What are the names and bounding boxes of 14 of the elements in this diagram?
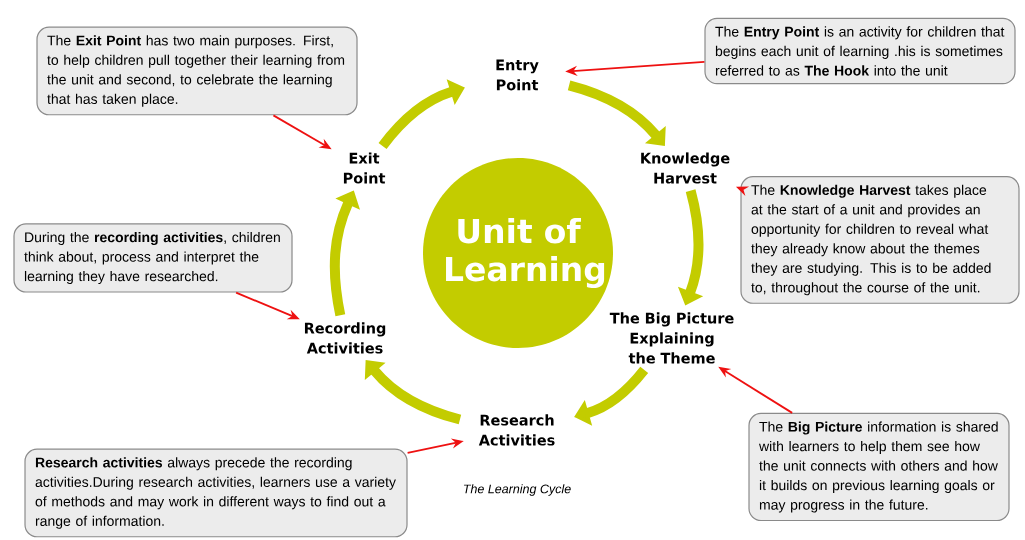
- stage-label: Recording Activities: [304, 322, 386, 354]
- stage-label: Research Activities: [478, 414, 555, 446]
- callout-box: The Knowledge Harvest takes place at the start of a unit and provides an opportunity for children to reveal what they already know about the themes they are studying. This is to be added to, throughout the course of the unit.: [740, 176, 1020, 304]
- arrow: [574, 366, 649, 426]
- caption: The Learning Cycle: [463, 484, 571, 496]
- callout-box: The Exit Point has two main purposes. First, to help children pull together their learning from the unit and second, to celebrate the learning that has taken place.: [36, 26, 358, 116]
- callout-box: The Big Picture information is shared with learners to help them see how the unit connects with others and how it builds on previous learning goals or may progress in the future.: [748, 412, 1010, 522]
- arrow: [378, 79, 465, 150]
- callout-box: The Entry Point is an activity for children that begins each unit of learning .his is sometimes referred to as The Hook into the unit: [704, 17, 1016, 85]
- stage-label: Knowledge Harvest: [641, 152, 730, 184]
- callout-box: Research activities always precede the recording activities.During research activities, learners use a variety of methods and may work in different ways to find out a range of information.: [24, 448, 408, 538]
- callout-box: During the recording activities, children think about, process and interpret the learning they have researched.: [13, 223, 293, 293]
- stage-label: Exit Point: [343, 152, 386, 184]
- stage-label: Entry Point: [496, 59, 539, 91]
